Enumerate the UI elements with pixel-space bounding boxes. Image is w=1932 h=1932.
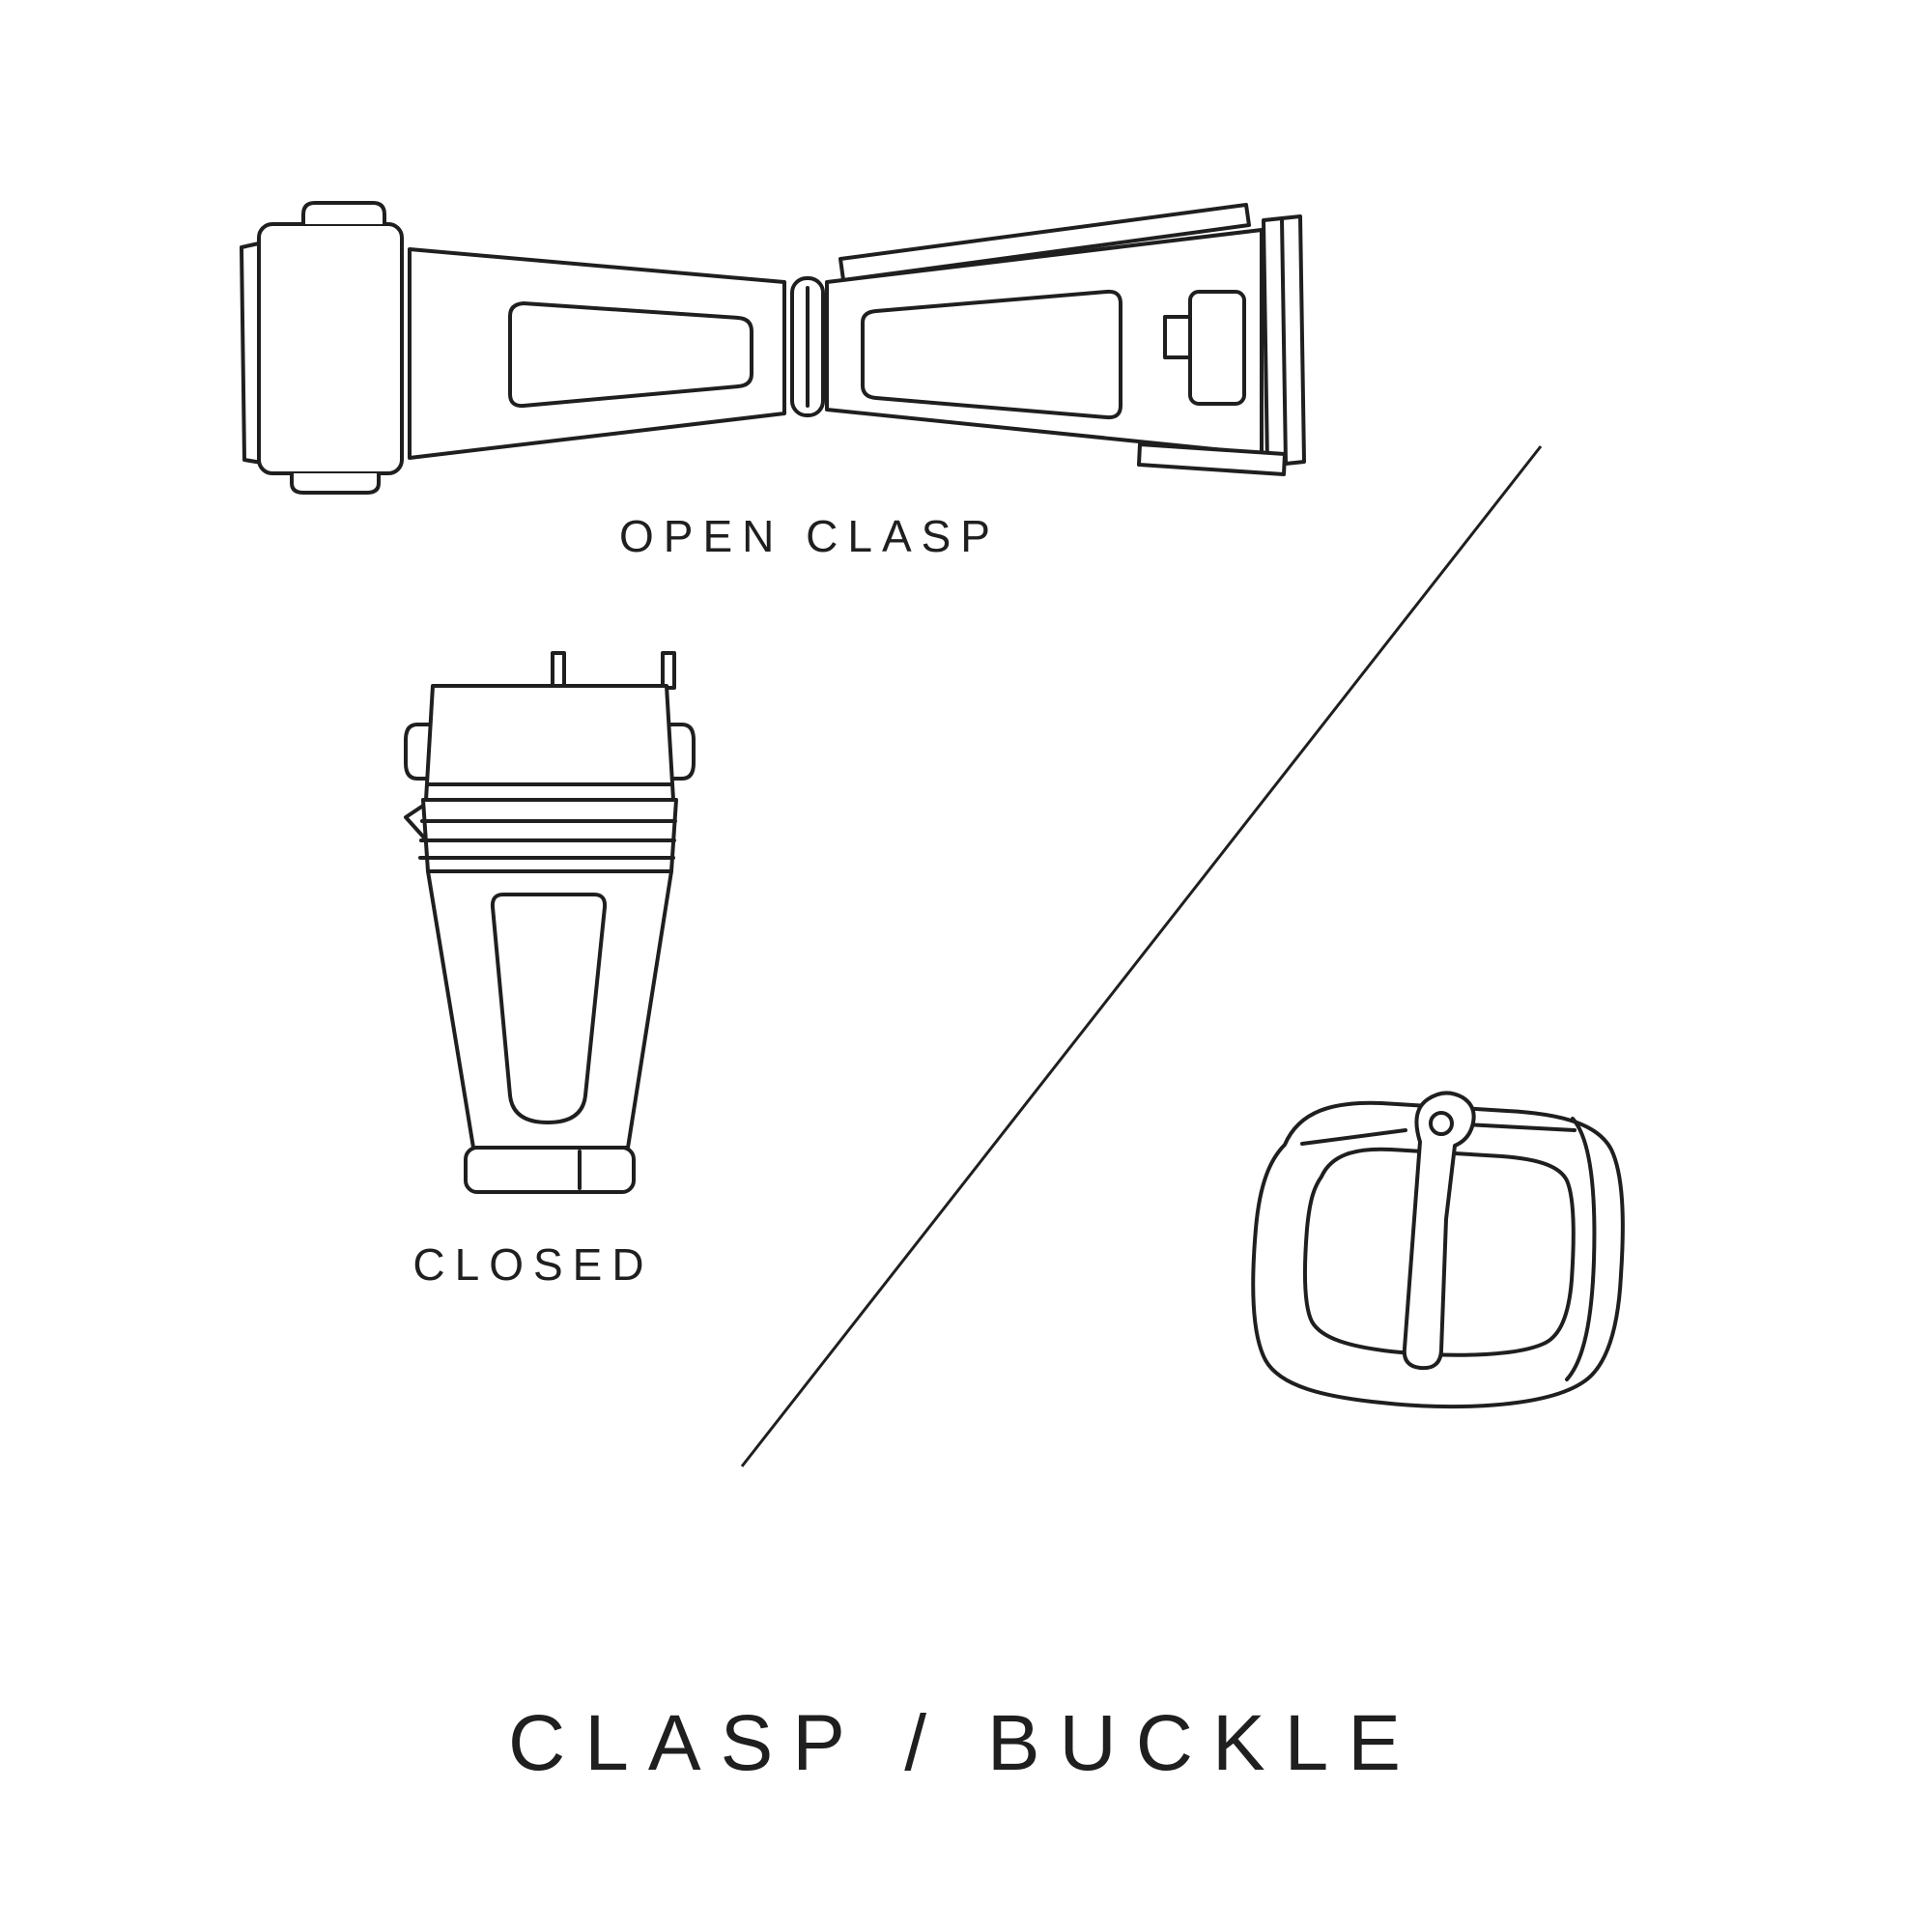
open-clasp-bottom-tab [290, 471, 381, 495]
closed-clasp-body-inner [490, 893, 608, 1124]
buckle-axle-left [1300, 1128, 1407, 1146]
closed-label: CLOSED [412, 1239, 654, 1290]
open-clasp-hook [1163, 315, 1192, 359]
closed-clasp-prong-right [661, 651, 676, 690]
closed-clasp-ear-left [404, 723, 431, 781]
divider-line [740, 445, 1543, 1467]
open-clasp-left-arm [408, 247, 786, 460]
page-title: CLASP / BUCKLE [508, 1699, 1420, 1787]
open-clasp-right-blade [838, 203, 1251, 282]
open-clasp-cutout [1188, 290, 1246, 406]
buckle-right-band-edge [1565, 1117, 1597, 1381]
open-clasp-illustration [240, 201, 1306, 495]
closed-clasp-fold-mark [404, 804, 425, 838]
buckle-axle-right [1464, 1122, 1577, 1132]
closed-clasp-body [426, 869, 673, 1150]
open-clasp-label: OPEN CLASP [619, 511, 1000, 561]
buckle-pin [1402, 1091, 1476, 1371]
open-clasp-top-tab [301, 201, 386, 226]
closed-clasp-ear-right [668, 723, 696, 781]
open-clasp-left-bracket [240, 242, 264, 465]
buckle-inner-opening [1302, 1147, 1576, 1357]
buckle-illustration [1251, 1091, 1625, 1409]
closed-clasp-band [421, 798, 678, 873]
closed-clasp-base [464, 1146, 636, 1194]
closed-clasp-prong-left [551, 651, 566, 690]
open-clasp-right-arm-inner [861, 289, 1122, 420]
open-clasp-right-endcap-line [1280, 216, 1288, 466]
open-clasp-left-arm-inner [508, 301, 753, 409]
closed-clasp-illustration [404, 651, 696, 1194]
open-clasp-left-endpiece [257, 222, 404, 475]
buckle-pin-coil [1429, 1111, 1454, 1136]
open-clasp-bottom-strip [1137, 442, 1287, 476]
